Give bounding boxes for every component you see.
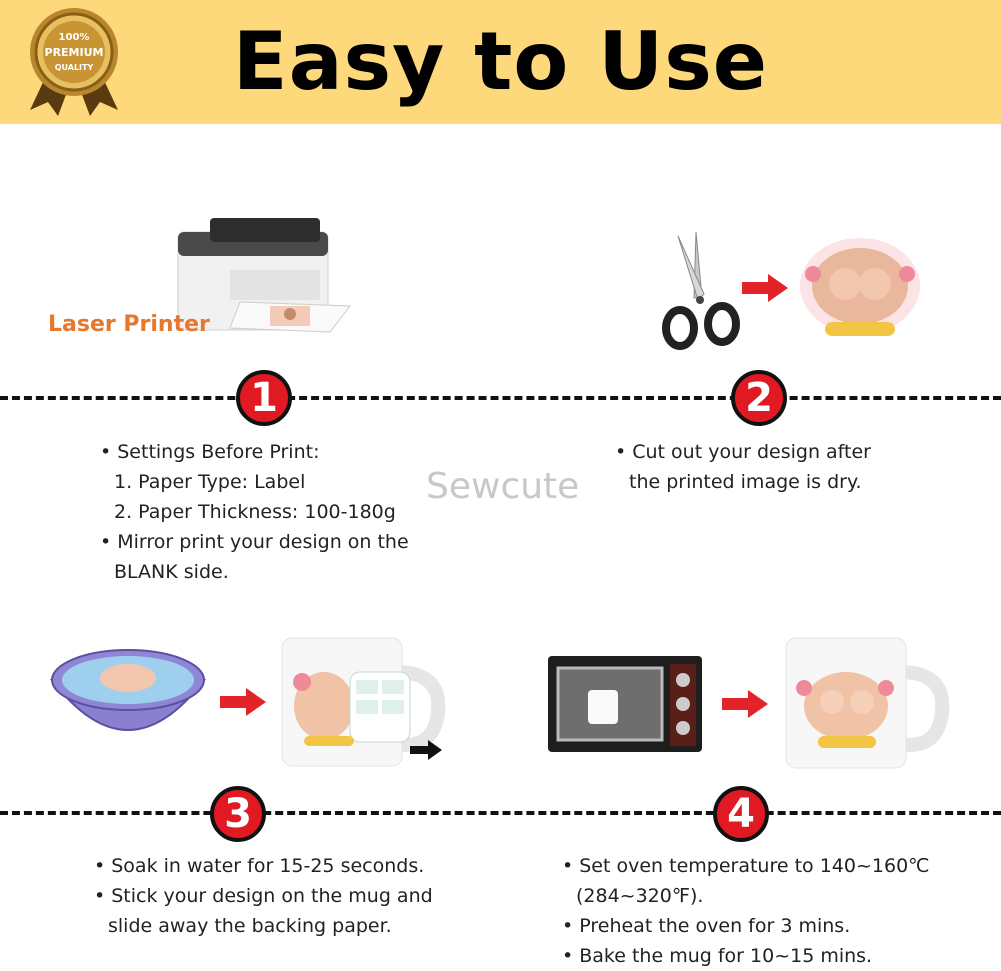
page-title: Easy to Use — [232, 15, 769, 108]
badge-middle-text: PREMIUM — [45, 46, 104, 59]
step2-line: • Cut out your design after — [615, 441, 871, 463]
arrow-right-icon — [742, 274, 788, 302]
badge-bottom-text: QUALITY — [55, 63, 94, 72]
premium-quality-badge: 100% PREMIUM QUALITY — [18, 6, 130, 118]
step3-line: • Stick your design on the mug and — [94, 885, 433, 907]
step3-line: slide away the backing paper. — [108, 915, 392, 937]
laser-printer-label: Laser Printer — [48, 312, 210, 337]
step3-instructions: • Soak in water for 15-25 seconds. • Sti… — [94, 851, 433, 941]
step1-line: • Mirror print your design on the — [100, 531, 409, 553]
step3-line: • Soak in water for 15-25 seconds. — [94, 855, 425, 877]
water-bowl-image — [48, 640, 208, 750]
arrow-right-icon — [220, 688, 266, 716]
mug-with-decal-image — [278, 632, 448, 772]
finished-mug-image — [782, 632, 952, 774]
step2-instructions: • Cut out your design after the printed … — [615, 437, 871, 497]
arrow-right-icon — [722, 690, 768, 718]
divider-top — [0, 396, 1001, 400]
cut-design-image — [795, 234, 925, 346]
step4-line: • Set oven temperature to 140~160℃ — [562, 855, 930, 877]
step-number-1: 1 — [236, 370, 292, 426]
badge-top-text: 100% — [59, 32, 90, 43]
slide-arrow-icon — [410, 740, 442, 760]
oven-image — [548, 656, 702, 756]
header-banner — [0, 0, 1001, 124]
step1-instructions: • Settings Before Print: 1. Paper Type: … — [100, 437, 409, 587]
step-number-2: 2 — [731, 370, 787, 426]
scissors-icon — [656, 228, 744, 356]
step-number-3: 3 — [210, 786, 266, 842]
step1-line: 1. Paper Type: Label — [114, 471, 306, 493]
step4-line: • Preheat the oven for 3 mins. — [562, 915, 851, 937]
laser-printer-image — [170, 210, 360, 340]
step4-line: (284~320℉). — [576, 885, 704, 907]
step1-line: 2. Paper Thickness: 100-180g — [114, 501, 396, 523]
watermark: Sewcute — [426, 466, 580, 507]
step1-line: BLANK side. — [114, 561, 229, 583]
step2-line: the printed image is dry. — [629, 471, 862, 493]
step4-instructions: • Set oven temperature to 140~160℃ (284~… — [562, 851, 930, 971]
step1-line: • Settings Before Print: — [100, 441, 320, 463]
divider-bottom — [0, 811, 1001, 815]
step4-line: • Bake the mug for 10~15 mins. — [562, 945, 873, 967]
step-number-4: 4 — [713, 786, 769, 842]
